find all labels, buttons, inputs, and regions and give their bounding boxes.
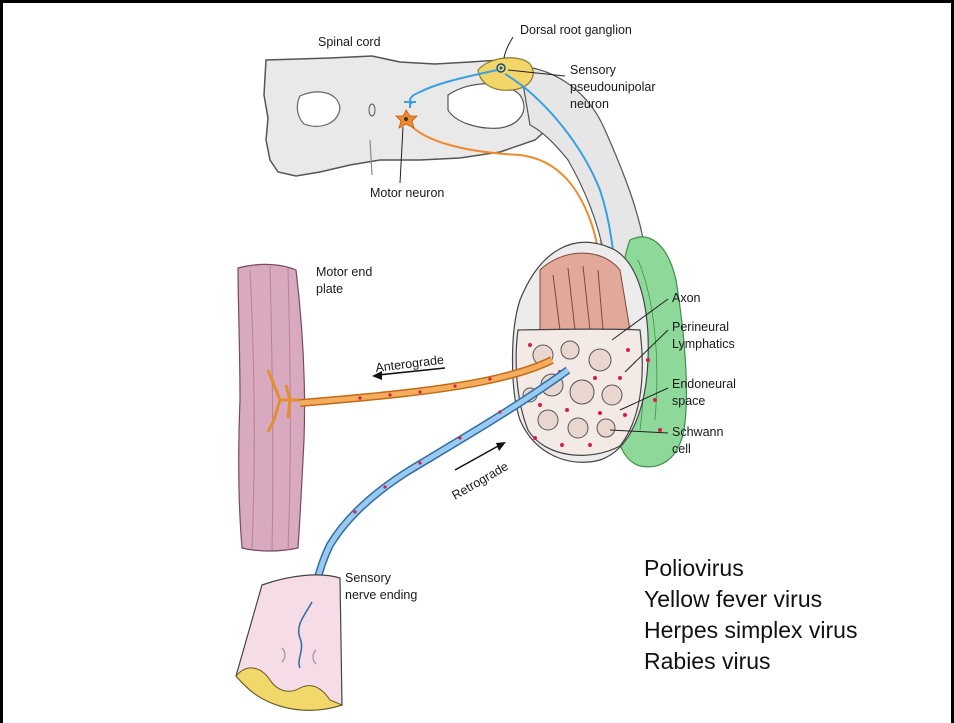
virus-item: Rabies virus (644, 646, 857, 677)
label-perineural-1: Perineural (672, 320, 729, 334)
label-endoneural-2: space (672, 394, 705, 408)
label-motor-neuron: Motor neuron (370, 186, 444, 200)
virus-item: Yellow fever virus (644, 584, 857, 615)
label-spinal-cord: Spinal cord (318, 35, 381, 49)
virus-item: Poliovirus (644, 553, 857, 584)
virus-item: Herpes simplex virus (644, 615, 857, 646)
label-sensory-neuron-2: pseudounipolar (570, 80, 656, 94)
label-motor-end-1: Motor end (316, 265, 372, 279)
label-sensory-neuron-3: neuron (570, 97, 609, 111)
label-sensory-ending-2: nerve ending (345, 588, 417, 602)
label-schwann-2: cell (672, 442, 691, 456)
label-dorsal-root-ganglion: Dorsal root ganglion (520, 23, 632, 37)
label-retrograde: Retrograde (450, 459, 511, 502)
label-motor-end-2: plate (316, 282, 343, 296)
label-schwann-1: Schwann (672, 425, 723, 439)
virus-list: Poliovirus Yellow fever virus Herpes sim… (644, 553, 857, 677)
label-sensory-ending-1: Sensory (345, 571, 392, 585)
label-sensory-neuron-1: Sensory (570, 63, 617, 77)
label-axon: Axon (672, 291, 701, 305)
muscle-fiber (238, 264, 305, 551)
skin-patch (236, 575, 342, 710)
label-endoneural-1: Endoneural (672, 377, 736, 391)
label-perineural-2: Lymphatics (672, 337, 735, 351)
